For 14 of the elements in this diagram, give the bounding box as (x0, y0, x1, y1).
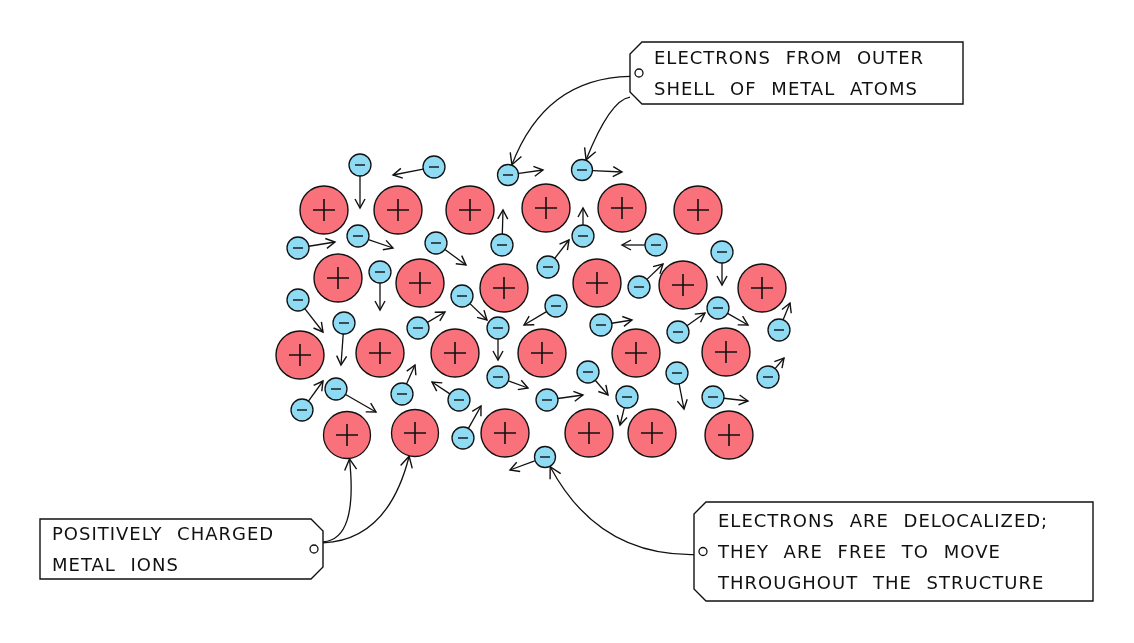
minus-circle (534, 446, 556, 468)
leader-line (549, 466, 695, 556)
annotation-text: POSITIVELY CHARGED METAL IONS (52, 522, 276, 577)
plus-circle (391, 409, 439, 457)
annotation-text: ELECTRONS ARE DELOCALIZED; THEY ARE FREE TO MOVE THROUGHOUT THE STRUCTURE (718, 509, 1050, 595)
plus-circle (323, 411, 371, 459)
minus-circle (497, 164, 519, 186)
label-tag (40, 519, 323, 579)
label-tag (694, 502, 1093, 601)
minus-circle (571, 159, 593, 181)
label-tag (630, 42, 963, 104)
annotation-text: ELECTRONS FROM OUTER SHELL OF METAL ATOMS (654, 46, 926, 101)
leader-line (510, 75, 631, 166)
leader-line (584, 96, 631, 161)
